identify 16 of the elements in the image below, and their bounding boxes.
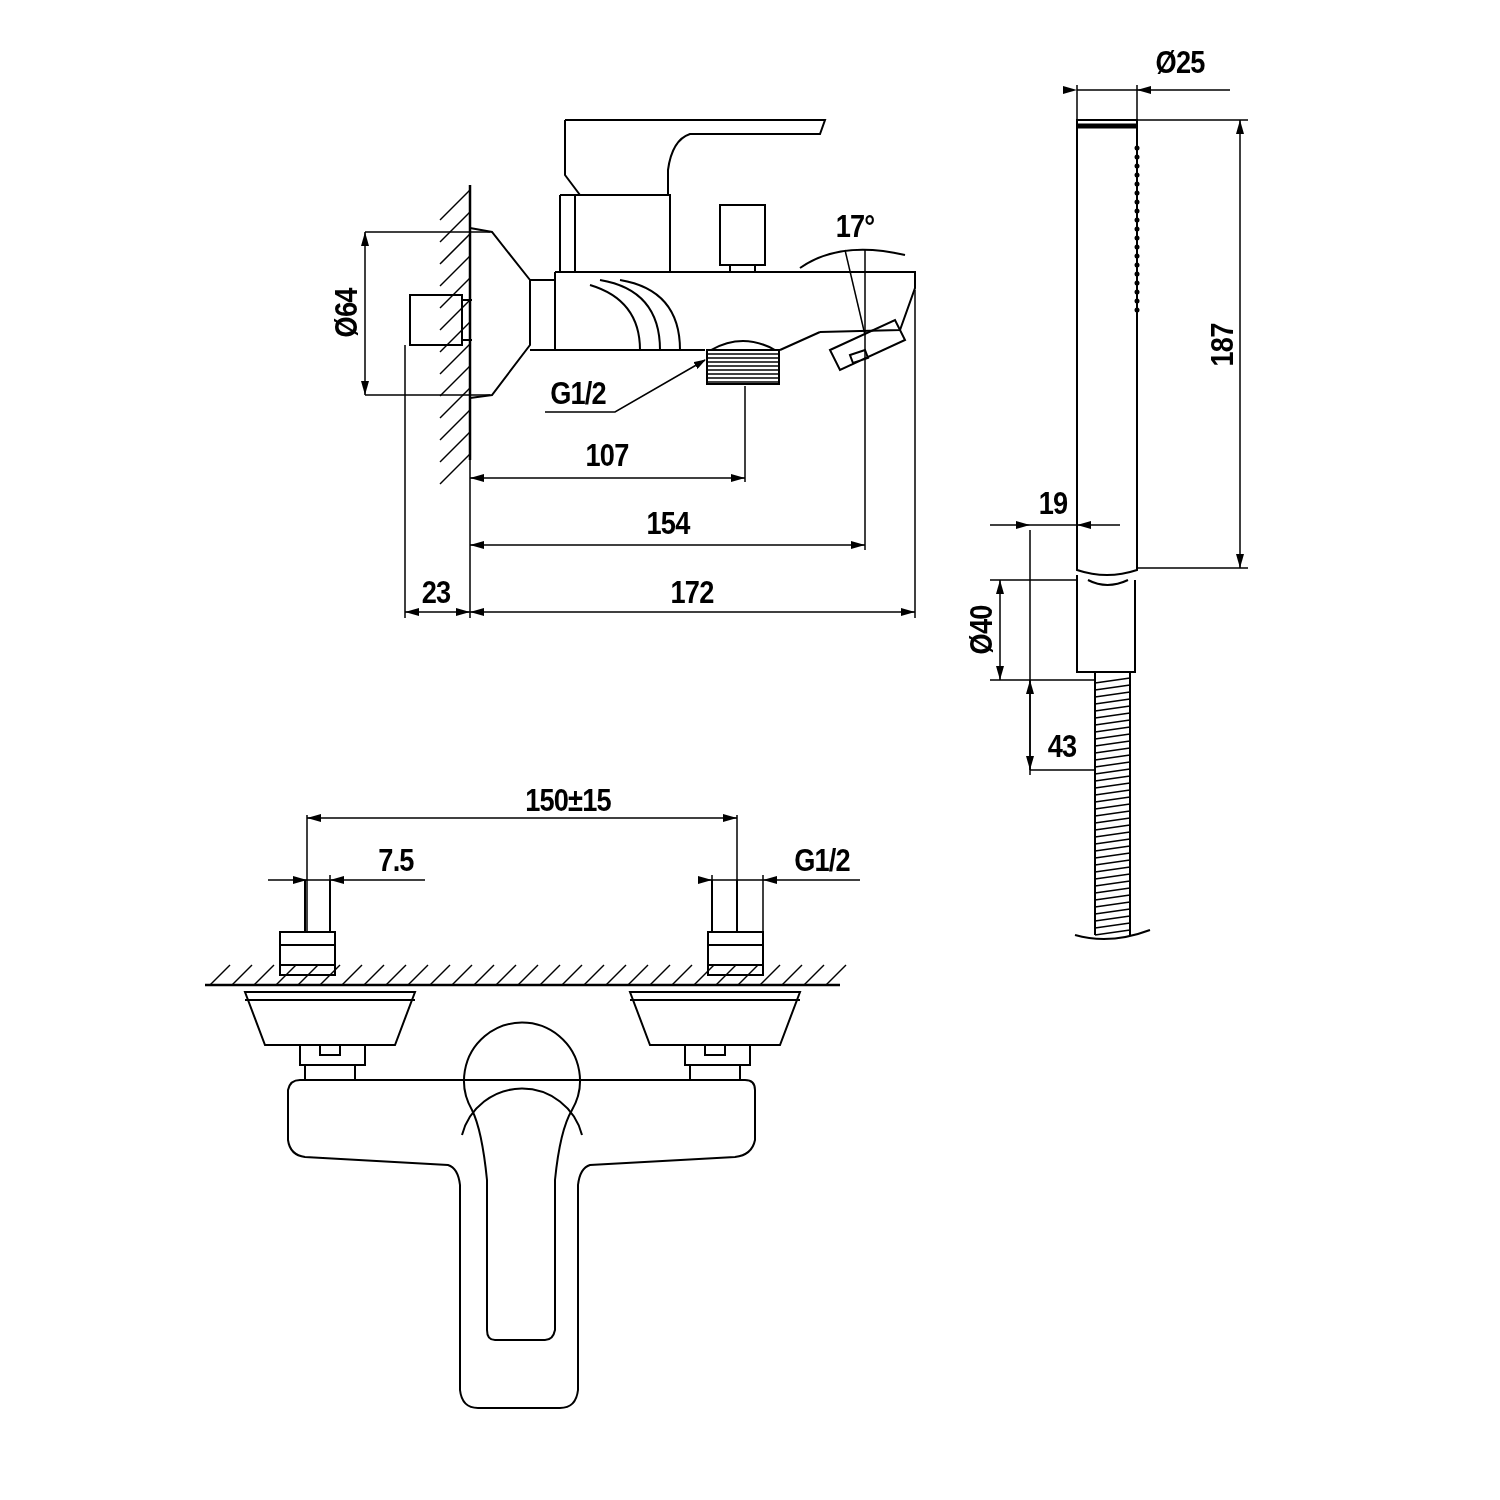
dimension-value: 23 bbox=[421, 576, 451, 608]
leader-line bbox=[544, 359, 706, 413]
dimension-value: 107 bbox=[585, 439, 629, 471]
dimension-value: 19 bbox=[1038, 487, 1068, 519]
dimension-value: 43 bbox=[1047, 730, 1077, 762]
dimension-value: Ø64 bbox=[330, 288, 362, 338]
dimension-value: 7.5 bbox=[378, 844, 414, 876]
dimension-value: 150±15 bbox=[525, 784, 611, 816]
dimension-value: 154 bbox=[646, 507, 690, 539]
dimension-value: 17° bbox=[835, 210, 875, 242]
dimension-value: G1/2 bbox=[794, 844, 850, 876]
dimension-value: Ø40 bbox=[965, 605, 997, 655]
dimension-value: 187 bbox=[1206, 323, 1238, 367]
dimension-value: 172 bbox=[670, 576, 714, 608]
dimension-value: Ø25 bbox=[1155, 46, 1205, 78]
callout-label: G1/2 bbox=[550, 377, 606, 409]
